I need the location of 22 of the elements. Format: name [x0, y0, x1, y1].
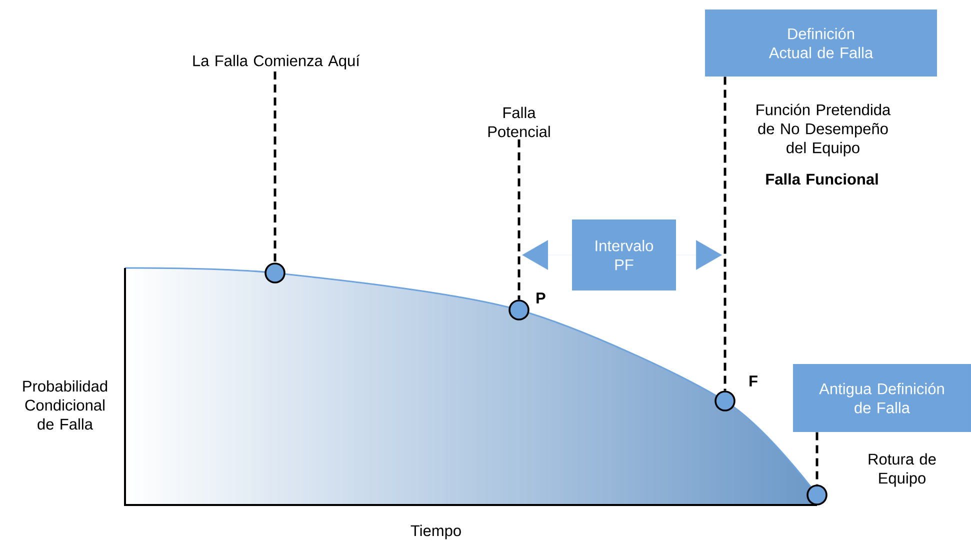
point-marker [806, 484, 828, 506]
arrow [676, 240, 722, 270]
label-box: Antigua Definición de Falla [793, 364, 971, 432]
text-label: La Falla Comienza Aquí [193, 54, 360, 70]
leader-line [724, 76, 726, 391]
text-label: Rotura de Equipo [868, 453, 936, 487]
text-label: Función Pretendida de No Desempeño del Equipo [756, 104, 891, 156]
text-label: Falla Funcional [766, 173, 878, 185]
leader-line [274, 72, 276, 263]
point-marker [714, 390, 736, 412]
point-marker [508, 300, 530, 320]
point-label: F [750, 376, 758, 386]
label-box: Definición Actual de Falla [705, 10, 937, 76]
arrow [522, 240, 572, 270]
text-label: Falla Potencial [488, 106, 550, 138]
leader-line [518, 139, 520, 300]
axis-label: Probabilidad Condicional de Falla [23, 380, 108, 430]
axis-label: Tiempo [410, 524, 461, 540]
label-box: Intervalo PF [572, 220, 676, 290]
point-marker [264, 262, 286, 284]
point-label: P [536, 292, 546, 304]
leader-line [816, 432, 818, 485]
